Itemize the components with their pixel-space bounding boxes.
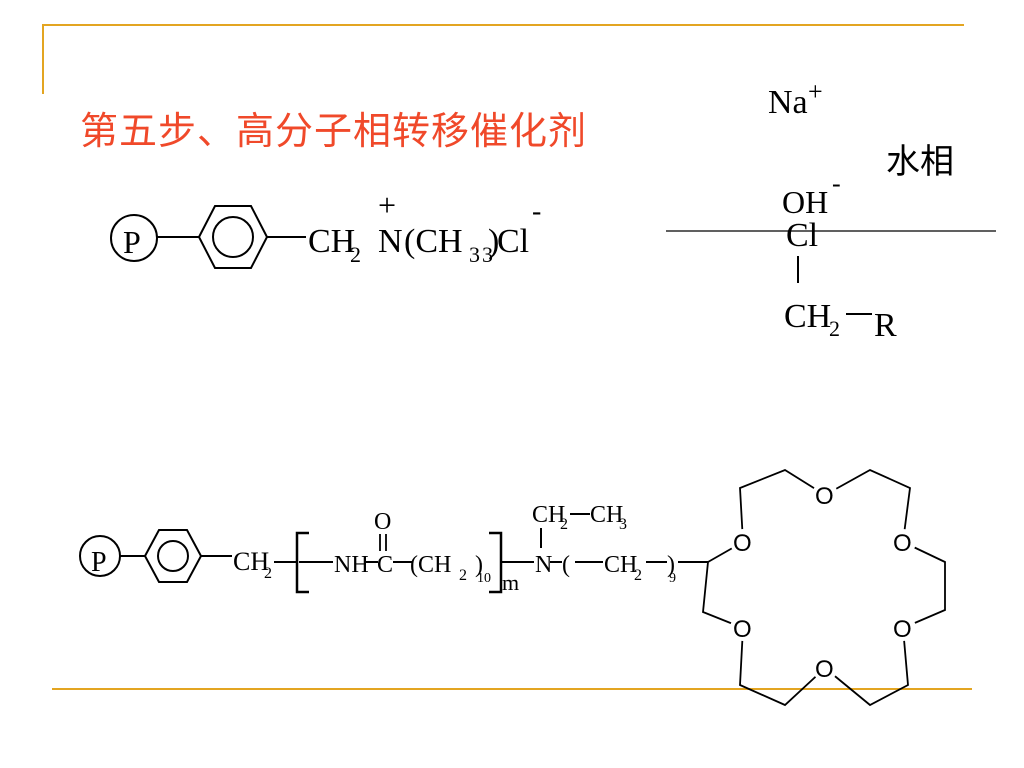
sodium-charge: + [808,77,823,106]
carbonyl-oxygen: O [374,509,391,535]
bottom-accent-line [52,688,972,690]
slide-title: 第五步、高分子相转移催化剂 [80,109,588,153]
crown-oxygen-4: O [893,616,912,643]
top-accent-line [42,24,964,26]
ethyl-ch2: CH [532,502,565,528]
methylene-group: CH [784,298,831,335]
resin-ch2-sub: 2 [350,242,361,267]
resin-ammonium-catalyst: P CH 2 + N (CH 3 3 ) Cl - [110,187,541,269]
oxygen-bg [812,655,838,681]
ammonium-charge: + [378,187,396,223]
alkyl-open: ( [562,552,570,578]
crown-bond [702,561,744,629]
crown-bond [739,468,826,543]
benzene-ring-2 [143,529,203,583]
ethyl-ch2-sub: 2 [560,516,568,533]
crown-bond [824,627,909,707]
left-accent-line [42,24,44,94]
polymer-label-2: P [91,547,107,578]
amine-n: N [535,552,552,578]
amide-nh: NH [334,552,369,578]
r-group: R [874,307,897,344]
methylene-chain: (CH [410,552,451,578]
hydroxide-anion: OH [782,184,828,220]
crown-oxygen-3: O [893,530,912,557]
crown-ch2-sub: 2 [264,565,272,582]
alkyl-ch2: CH [604,552,637,578]
alkyl-ch2-sub: 2 [634,567,642,584]
leaving-group-cl: Cl [786,217,818,254]
alkyl-close: ) [667,552,675,578]
chloride-charge: - [532,196,541,227]
methyl-sub: 3 [469,242,480,267]
crown-bond [739,627,826,707]
methylene-subscript: 2 [829,316,840,341]
methylene-chain-close: ) [475,552,483,578]
sodium-cation: Na [768,84,808,121]
oxygen-bg [730,615,756,641]
alkyl-count: 9 [669,571,676,586]
crown-oxygen-5: O [815,656,834,683]
polymer-label: P [123,224,141,260]
benzene-ring [197,205,269,269]
benzene-aromatic-circle-2 [157,540,189,572]
crown-bond [824,468,911,543]
repeat-bracket-left [295,531,309,594]
crown-bond [902,541,946,629]
aqueous-phase-label: 水相 [886,142,954,182]
crown-oxygen-6: O [733,616,752,643]
methyl-count: 3 [482,242,493,267]
hydroxide-charge: - [832,169,841,198]
crown-ether-ring: O O O O O O [702,468,946,707]
ethyl-ch3: CH [590,502,623,528]
oxygen-bg [890,529,916,555]
ethyl-ch3-sub: 3 [619,516,627,533]
benzene-aromatic-circle [212,216,254,258]
chain-count: 10 [477,571,491,586]
ammonium-n: N [378,223,403,260]
methylene-chain-sub: 2 [459,567,467,584]
crown-oxygen-2: O [815,483,834,510]
oxygen-bg [812,482,838,508]
resin-ch2: CH [308,223,355,260]
carbonyl-carbon: C [377,552,393,578]
crown-ch2: CH [233,547,269,576]
phase-diagram: Na + OH - Cl CH 2 R [666,77,996,344]
oxygen-bg [890,615,916,641]
crown-ether-catalyst: P CH 2 NH O C (CH 2 ) 10 m N CH 2 CH 3 [79,468,946,707]
oxygen-bg [730,529,756,555]
methyl-group: (CH [404,223,463,260]
group-close: ) [488,223,499,260]
repeat-count: m [502,570,519,595]
chloride-ion: Cl [497,223,529,260]
crown-oxygen-1: O [733,530,752,557]
